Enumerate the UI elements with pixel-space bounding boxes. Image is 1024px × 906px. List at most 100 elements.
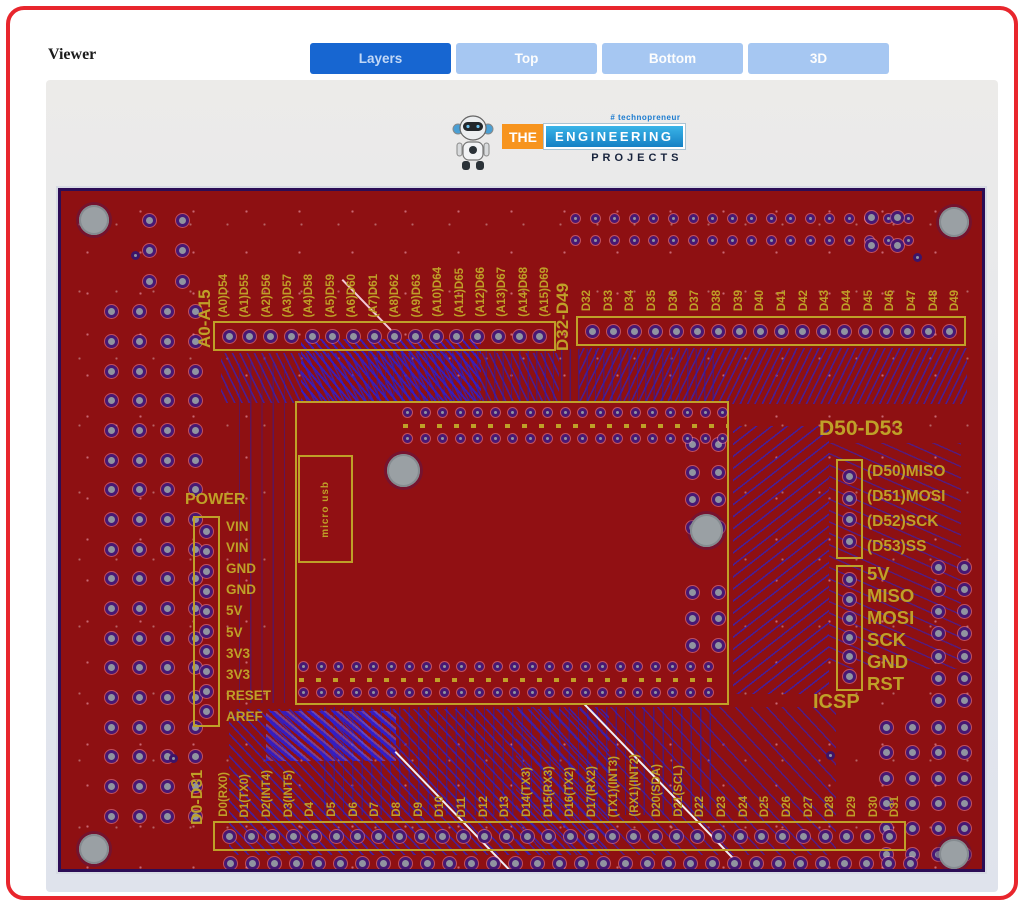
pad (859, 324, 872, 338)
pad (957, 605, 971, 619)
tab-layers[interactable]: Layers (310, 43, 451, 74)
pad (747, 213, 757, 223)
pad (492, 688, 502, 697)
pad (245, 857, 259, 869)
pad (132, 542, 146, 556)
pin-label: D11 (456, 796, 469, 817)
via (169, 754, 178, 763)
pin-label: (A2)D56 (260, 273, 273, 317)
pin-label: D4 (304, 802, 317, 817)
pin-label: D27 (802, 795, 815, 817)
pad (244, 829, 258, 843)
pad (712, 324, 725, 338)
pad (104, 750, 118, 764)
viewer-panel: # technopreneur THE ENGINEERING PROJECTS (46, 80, 998, 892)
pad (160, 305, 174, 319)
mounting-hole (939, 839, 969, 869)
pad (890, 238, 904, 252)
pad (160, 364, 174, 378)
pad (633, 662, 643, 671)
pad (684, 857, 698, 869)
pad (879, 746, 893, 760)
pad (334, 662, 344, 671)
pad (465, 857, 479, 869)
tab-3d[interactable]: 3D (748, 43, 889, 74)
logo-tagline: # technopreneur (610, 113, 681, 122)
pad (843, 491, 856, 505)
pad (527, 688, 537, 697)
pad (420, 408, 430, 417)
pad (305, 329, 319, 343)
pad (843, 631, 856, 645)
pad (691, 324, 704, 338)
pad (132, 809, 146, 823)
pad (957, 672, 971, 686)
pad (104, 720, 118, 734)
pad (669, 213, 679, 223)
pad (563, 829, 577, 843)
pad (901, 324, 914, 338)
pad (457, 829, 471, 843)
pad (527, 662, 537, 671)
pin-label: (RX1)(INT2) (629, 754, 642, 817)
pad (104, 690, 118, 704)
pad (712, 829, 726, 843)
pad (132, 720, 146, 734)
pad (610, 235, 620, 245)
pad (596, 857, 610, 869)
pad (578, 408, 587, 417)
pad (775, 324, 788, 338)
pad (711, 493, 725, 507)
micro-usb-connector: micro usb (298, 455, 353, 563)
pin-label: D32 (580, 289, 593, 311)
pad (668, 662, 678, 671)
pad (838, 324, 851, 338)
pad (421, 857, 435, 869)
pad (640, 857, 654, 869)
pin-label: D47 (905, 289, 918, 311)
pad (843, 513, 856, 527)
pad (711, 465, 725, 479)
pin-label: VIN (226, 519, 249, 535)
pad (311, 857, 325, 869)
pad (615, 688, 625, 697)
pad (455, 434, 465, 443)
proto-pad-grid (925, 556, 977, 712)
pad (308, 829, 322, 843)
pad (132, 453, 146, 467)
module-pad-row (299, 659, 713, 674)
proto-pad-row (224, 854, 917, 869)
pad (686, 662, 696, 671)
tab-top[interactable]: Top (456, 43, 597, 74)
pad (922, 324, 935, 338)
pad (450, 329, 464, 343)
pad (160, 512, 174, 526)
pin-label: MISO (867, 585, 915, 606)
pad (688, 213, 698, 223)
pad (351, 662, 361, 671)
pad (160, 631, 174, 645)
pad (350, 829, 364, 843)
pin-label: GND (226, 582, 256, 598)
pin-label: D15(RX3) (542, 765, 555, 817)
pad (750, 857, 764, 869)
pad (188, 809, 202, 823)
pad (754, 829, 768, 843)
pin-label: (A8)D62 (389, 273, 402, 317)
pad (143, 213, 156, 227)
pad (508, 434, 517, 443)
pad (143, 244, 156, 258)
pad (670, 324, 683, 338)
pin-label: (D53)SS (867, 537, 927, 555)
module-pad-row (403, 405, 727, 420)
pad (903, 213, 913, 223)
tab-bottom[interactable]: Bottom (602, 43, 743, 74)
pad (825, 213, 835, 223)
pad (650, 688, 660, 697)
pad (351, 688, 361, 697)
pad (805, 235, 815, 245)
pad (727, 235, 737, 245)
pad (104, 334, 118, 348)
pad (864, 210, 878, 224)
